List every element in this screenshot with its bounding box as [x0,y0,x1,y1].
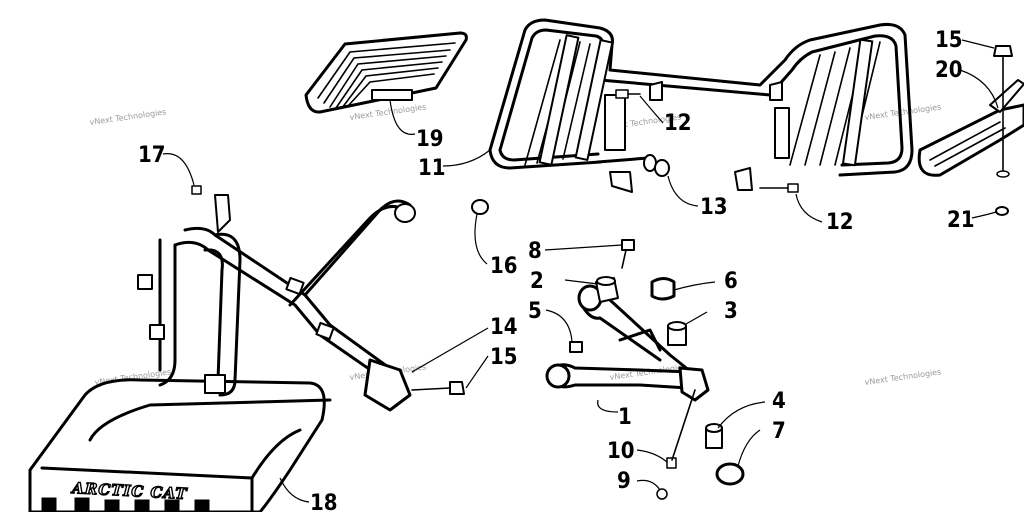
callout-20: 20 [935,58,963,83]
callout-8: 8 [528,239,542,264]
callout-19: 19 [416,127,444,152]
callout-3: 3 [724,299,738,324]
callout-15-front: 15 [490,345,518,370]
front-bumper-bracket: ARCTIC CAT [28,378,326,512]
callout-9: 9 [617,469,631,494]
side-grille-panel [917,79,1024,177]
callout-12-upper: 12 [664,111,692,136]
watermark: vNext Technologies [864,367,942,387]
leader-lines [162,39,999,503]
front-rack-frame [88,194,416,442]
callout-10: 10 [607,439,635,464]
callout-16: 16 [490,254,518,279]
watermark: vNext Technologies [89,107,167,127]
rack-hardware [615,89,799,193]
callout-1: 1 [618,405,632,430]
watermark: vNext Technologies [349,102,427,122]
a-arm-assembly [545,239,745,500]
callout-6: 6 [724,269,738,294]
callout-4: 4 [772,389,786,414]
callout-14: 14 [490,315,518,340]
callout-13: 13 [700,195,728,220]
rear-rack-frame [488,18,914,193]
callout-7: 7 [772,419,786,444]
callout-2: 2 [530,269,544,294]
callout-21: 21 [947,208,975,233]
callout-11: 11 [418,156,446,181]
bolt-hardware-right [993,45,1013,216]
watermark: vNext Technologies [864,102,942,122]
callout-15-right: 15 [935,28,963,53]
callout-numbers: 1 2 3 4 5 6 7 8 9 10 11 12 12 13 14 15 1… [138,28,975,512]
front-rack-hardware [191,185,489,395]
callout-18: 18 [310,491,338,512]
rack-grille-panel [304,31,468,114]
callout-5: 5 [528,299,542,324]
callout-12-lower: 12 [826,210,854,235]
callout-17: 17 [138,143,166,168]
